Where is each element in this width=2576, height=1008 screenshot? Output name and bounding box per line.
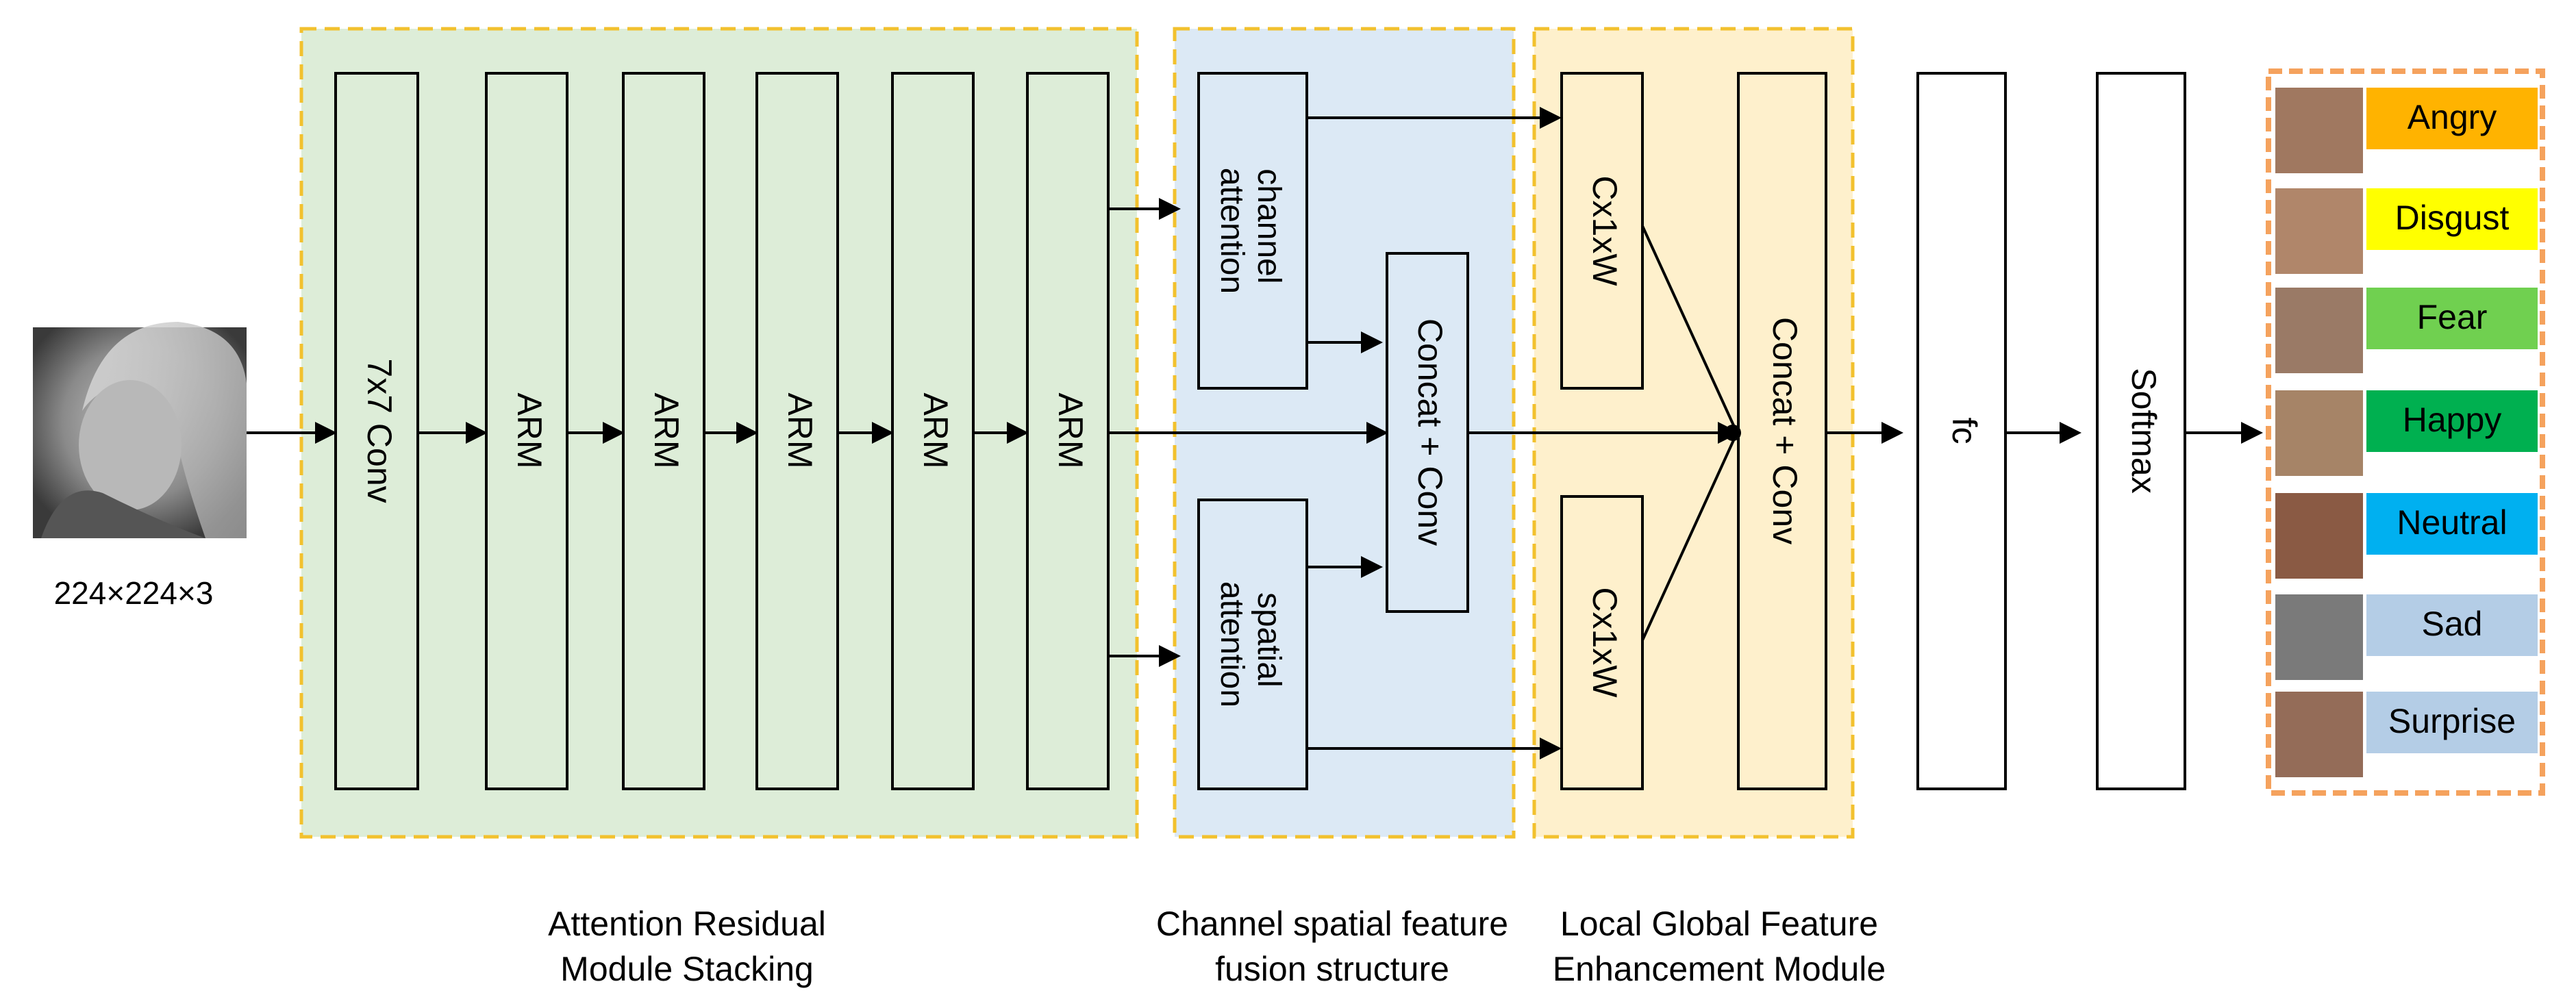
emotion-label-6: Surprise — [2388, 702, 2516, 740]
emotion-face-0 — [2275, 88, 2363, 173]
emotion-face-2 — [2275, 288, 2363, 373]
emotion-label-3: Happy — [2403, 401, 2502, 439]
emotion-label-5: Sad — [2422, 605, 2483, 643]
block-cx1xw-bottom — [1560, 495, 1644, 790]
block-arm-2 — [622, 72, 705, 790]
label-cx1xw-top: Cx1xW — [1586, 175, 1624, 286]
label-spatial-attention-line1: spatial — [1251, 592, 1287, 688]
caption-channel-spatial-line2: fusion structure — [1215, 950, 1449, 988]
emotion-face-1 — [2275, 188, 2363, 274]
emotion-label-box-6 — [2366, 692, 2538, 753]
line-cx1xw-bottom-to-merge — [1641, 432, 1738, 641]
block-arm-1 — [485, 72, 568, 790]
input-dimensions: 224×224×3 — [54, 575, 214, 611]
label-concat-conv-1: Concat + Conv — [1411, 318, 1449, 546]
caption-local-global-line1: Local Global Feature — [1560, 905, 1878, 943]
emotion-face-4 — [2275, 493, 2363, 579]
emotion-label-box-5 — [2366, 594, 2538, 656]
block-softmax — [2096, 72, 2186, 790]
label-channel-attention-line2: attention — [1214, 168, 1250, 294]
block-cx1xw-top — [1560, 72, 1644, 390]
block-concat-conv-2 — [1737, 72, 1827, 790]
caption-local-global-line2: Enhancement Module — [1553, 950, 1886, 988]
label-channel-attention: channel attention — [1214, 168, 1287, 294]
block-arm-3 — [755, 72, 839, 790]
block-7x7-conv — [334, 72, 419, 790]
label-arm-4: ARM — [916, 392, 955, 468]
label-arm-5: ARM — [1051, 392, 1090, 468]
block-channel-attention — [1197, 72, 1308, 390]
caption-attention-residual-line1: Attention Residual — [548, 905, 826, 943]
emotion-face-6 — [2275, 692, 2363, 777]
label-arm-3: ARM — [781, 392, 819, 468]
emotion-label-4: Neutral — [2397, 503, 2507, 542]
label-channel-attention-line1: channel — [1251, 168, 1287, 284]
caption-attention-residual-line2: Module Stacking — [560, 950, 814, 988]
label-spatial-attention-line2: attention — [1214, 581, 1250, 707]
label-cx1xw-bottom: Cx1xW — [1586, 587, 1624, 698]
line-cx1xw-top-to-merge — [1641, 225, 1738, 433]
block-concat-conv-1 — [1386, 252, 1469, 613]
emotion-label-0: Angry — [2408, 98, 2497, 136]
emotion-label-box-3 — [2366, 390, 2538, 452]
block-fc — [1916, 72, 2007, 790]
emotion-label-box-1 — [2366, 188, 2538, 250]
label-7x7-conv: 7x7 Conv — [360, 358, 399, 503]
emotion-label-box-2 — [2366, 288, 2538, 349]
label-fc: fc — [1945, 418, 1984, 444]
input-face-image — [33, 322, 247, 538]
block-arm-5 — [1026, 72, 1110, 790]
emotion-label-1: Disgust — [2395, 199, 2510, 237]
emotion-label-box-4 — [2366, 493, 2538, 555]
caption-channel-spatial-line1: Channel spatial feature — [1156, 905, 1508, 943]
block-arm-4 — [891, 72, 975, 790]
label-spatial-attention: spatial attention — [1214, 581, 1287, 707]
emotion-label-box-0 — [2366, 88, 2538, 149]
label-softmax: Softmax — [2125, 368, 2163, 493]
emotion-face-3 — [2275, 390, 2363, 476]
merge-node — [1725, 425, 1741, 441]
emotion-face-5 — [2275, 594, 2363, 680]
label-concat-conv-2: Concat + Conv — [1766, 317, 1804, 544]
emotion-label-2: Fear — [2417, 298, 2488, 336]
label-arm-1: ARM — [510, 392, 549, 468]
block-spatial-attention — [1197, 499, 1308, 790]
label-arm-2: ARM — [647, 392, 686, 468]
